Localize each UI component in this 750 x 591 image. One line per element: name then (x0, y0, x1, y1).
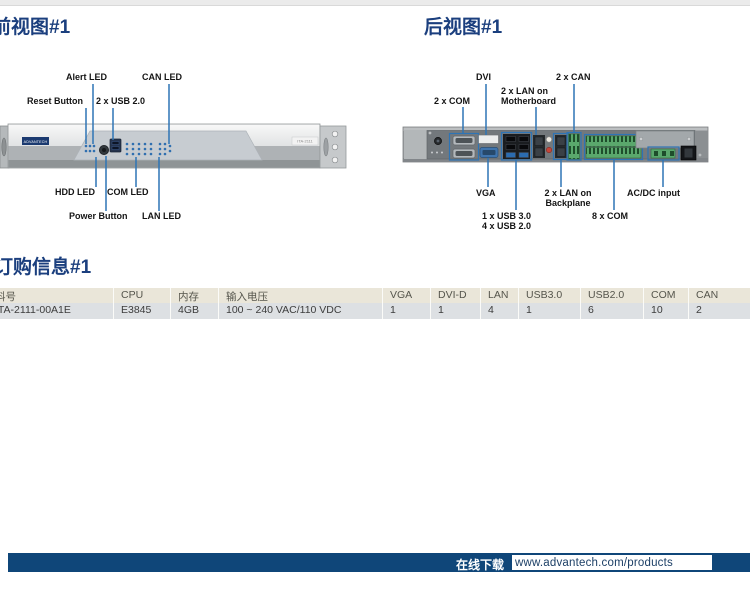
front-view-illustration: ADVANTECH ITA-2111 (0, 123, 347, 169)
cell-memory: 4GB (170, 303, 218, 319)
label-rear-usb: 1 x USB 3.0 4 x USB 2.0 (482, 211, 532, 231)
column-header-input-voltage: 输入电压 (218, 288, 382, 303)
label-vga: VGA (476, 188, 496, 198)
label-acdc-input: AC/DC input (627, 188, 680, 198)
cell-input-voltage: 100 ~ 240 VAC/110 VDC (218, 303, 382, 319)
label-lan-backplane: 2 x LAN on Backplane (544, 188, 592, 208)
label-rear-can: 2 x CAN (556, 72, 591, 82)
column-header-usb30: USB3.0 (518, 288, 580, 303)
column-header-part-number: 料号 (0, 288, 113, 303)
online-download-label: 在线下载 (456, 558, 505, 572)
cell-cpu: E3845 (113, 303, 170, 319)
svg-text:ADVANTECH: ADVANTECH (24, 140, 48, 144)
label-front-usb: 2 x USB 2.0 (96, 96, 146, 106)
column-header-memory: 内存 (170, 288, 218, 303)
cell-dvid: 1 (430, 303, 480, 319)
top-divider-band (0, 0, 750, 6)
label-dvi: DVI (476, 72, 492, 82)
rear-view-title: 后视图#1 (424, 17, 503, 38)
column-header-cpu: CPU (113, 288, 170, 303)
cell-usb30: 1 (518, 303, 580, 319)
cell-usb20: 6 (580, 303, 643, 319)
device-diagrams: ADVANTECH ITA-2111 (0, 84, 709, 211)
cell-vga: 1 (382, 303, 430, 319)
rear-leader-lines (462, 84, 664, 210)
ordering-table-header-row: 料号 CPU 内存 输入电压 VGA DVI-D LAN USB3.0 USB2… (0, 288, 750, 303)
label-reset-button: Reset Button (27, 96, 83, 106)
table-row: ITA-2111-00A1E E3845 4GB 100 ~ 240 VAC/1… (0, 303, 750, 319)
column-header-lan: LAN (480, 288, 518, 303)
column-header-com: COM (643, 288, 688, 303)
label-can-led: CAN LED (142, 72, 182, 82)
column-header-can: CAN (688, 288, 750, 303)
cell-lan: 4 (480, 303, 518, 319)
label-alert-led: Alert LED (66, 72, 108, 82)
front-leader-lines (85, 84, 170, 211)
label-lan-motherboard: 2 x LAN on Motherboard (501, 86, 556, 106)
ordering-table: 料号 CPU 内存 输入电压 VGA DVI-D LAN USB3.0 USB2… (0, 288, 750, 319)
label-com-led: COM LED (107, 187, 149, 197)
ordering-title: 订购信息#1 (0, 257, 92, 278)
download-url-text: www.advantech.com/products (515, 556, 673, 569)
label-lan-led: LAN LED (142, 211, 181, 221)
front-view-title: 前视图#1 (0, 17, 71, 38)
cell-com: 10 (643, 303, 688, 319)
label-power-button: Power Button (69, 211, 128, 221)
svg-text:ITA-2111: ITA-2111 (297, 139, 313, 144)
label-rear-com8: 8 x COM (592, 211, 629, 221)
label-hdd-led: HDD LED (55, 187, 95, 197)
column-header-usb20: USB2.0 (580, 288, 643, 303)
rear-view-illustration (402, 126, 709, 163)
cell-can: 2 (688, 303, 750, 319)
column-header-dvid: DVI-D (430, 288, 480, 303)
cell-part-number: ITA-2111-00A1E (0, 303, 113, 319)
download-url-link[interactable]: www.advantech.com/products (512, 555, 712, 570)
label-rear-com: 2 x COM (434, 96, 471, 106)
column-header-vga: VGA (382, 288, 430, 303)
